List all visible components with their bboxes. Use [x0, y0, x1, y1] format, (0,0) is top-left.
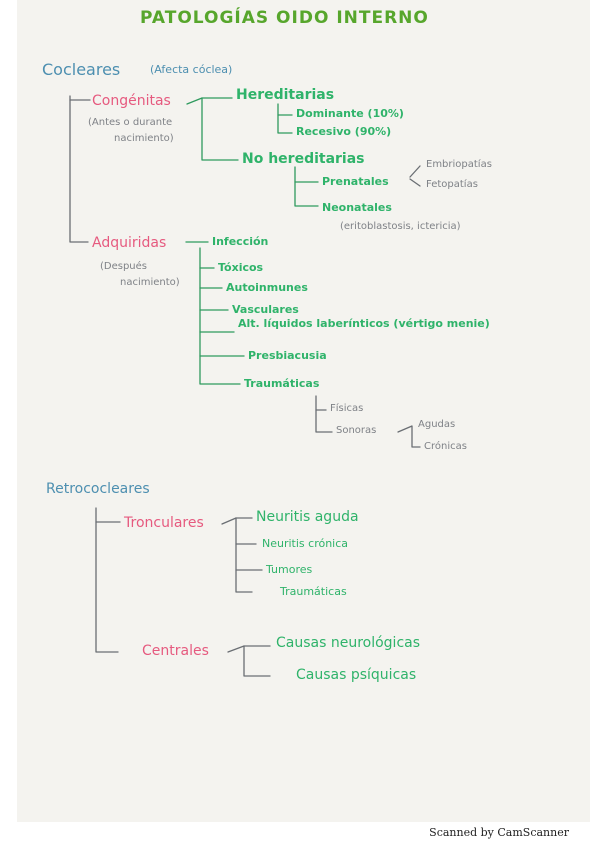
cocleares-note: (Afecta cóclea) [150, 63, 233, 76]
adquiridas-item-4: Alt. líquidos laberínticos (vértigo meni… [238, 317, 490, 330]
sonoras-branch [397, 425, 421, 448]
cocleares-heading: Cocleares [42, 60, 121, 79]
traumaticas-fisicas: Físicas [330, 403, 364, 414]
adquiridas-item-2: Autoinmunes [226, 281, 308, 294]
notebook-page [17, 0, 590, 822]
centrales-label: Centrales [142, 643, 209, 659]
adquiridas-item-1: Tóxicos [218, 261, 264, 274]
adquiridas-item-5: Presbiacusia [248, 349, 327, 362]
adquiridas-item-3: Vasculares [232, 303, 299, 316]
cocleares-trunk [69, 95, 89, 243]
tronculares-item-2: Tumores [266, 563, 313, 576]
prenatales-sub-1: Fetopatías [426, 179, 478, 190]
no-hereditarias-label: No hereditarias [242, 151, 365, 167]
congenitas-label: Congénitas [92, 93, 171, 109]
tronculares-item-1: Neuritis crónica [262, 537, 349, 550]
traumaticas-sonoras: Sonoras [336, 425, 377, 436]
sonoras-sub-1: Crónicas [424, 441, 467, 452]
adquiridas-trunk [199, 247, 241, 385]
tronculares-branch [221, 517, 253, 593]
congenitas-note-2: nacimiento) [114, 133, 174, 144]
prenatales-label: Prenatales [322, 175, 389, 188]
neonatales-label: Neonatales [322, 201, 392, 214]
adquiridas-item-0: Infección [212, 235, 269, 248]
neonatales-note: (eritoblastosis, ictericia) [340, 221, 461, 232]
tronculares-item-3: Traumáticas [280, 585, 347, 598]
retrococleares-heading: Retrococleares [46, 481, 150, 497]
hereditarias-item-1: Recesivo (90%) [296, 125, 392, 138]
hereditarias-branch [277, 103, 293, 134]
page-title: PATOLOGÍAS OIDO INTERNO [140, 8, 429, 28]
adquiridas-label: Adquiridas [92, 235, 167, 251]
adquiridas-item-6: Traumáticas [244, 377, 320, 390]
centrales-item-1: Causas psíquicas [296, 667, 417, 683]
scanner-watermark: Scanned by CamScanner [429, 826, 569, 839]
congenitas-branch [186, 97, 239, 161]
prenatales-branch [409, 165, 421, 187]
tronculares-item-0: Neuritis aguda [256, 509, 359, 525]
hereditarias-item-0: Dominante (10%) [296, 107, 404, 120]
adquiridas-note-2: nacimiento) [120, 277, 180, 288]
adquiridas-note-1: (Después [100, 261, 148, 272]
hereditarias-label: Hereditarias [236, 87, 335, 103]
tronculares-label: Tronculares [124, 515, 204, 531]
nohered-branch [294, 166, 319, 207]
congenitas-note-1: (Antes o durante [88, 117, 173, 128]
centrales-branch [227, 645, 271, 677]
centrales-item-0: Causas neurológicas [276, 635, 421, 651]
traumaticas-branch [315, 395, 333, 433]
retro-trunk [95, 507, 119, 653]
sonoras-sub-0: Agudas [418, 419, 456, 430]
prenatales-sub-0: Embriopatías [426, 159, 492, 170]
